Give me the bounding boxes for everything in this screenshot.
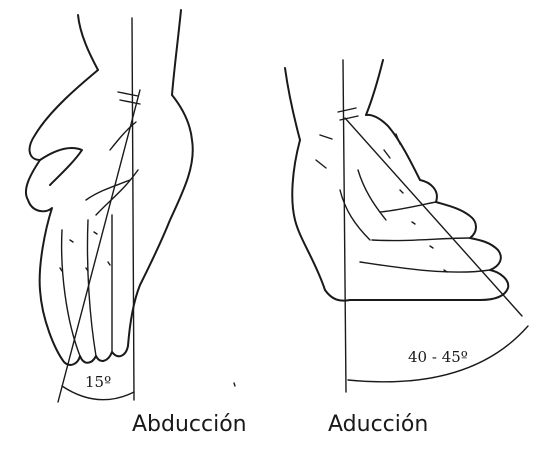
abduction-illustration: 15º [26,10,193,402]
angle-label: 40 - 45º [408,348,468,366]
forearm-right-outline [366,60,383,115]
vertical-reference-line [132,18,134,400]
wrist-marks [338,108,358,120]
palm-crease-3 [316,134,400,168]
angle-label: 15º [85,373,111,391]
palm-crease-1 [86,180,130,200]
deviated-axis-line [345,118,522,316]
thumb-outline [40,148,82,185]
hand-outline [292,115,508,301]
finger-line-1 [62,230,80,356]
scan-speck [234,383,235,386]
finger-line-2 [87,220,96,356]
hand-outline [26,70,193,365]
adduction-caption: Aducción [328,412,428,437]
deviated-axis-line [58,90,140,402]
knuckle-marks [60,232,110,271]
adduction-illustration: 40 - 45º [285,60,528,392]
finger-line-1 [360,262,490,272]
forearm-right-outline [172,10,181,95]
abduction-caption: Abducción [132,412,247,437]
forearm-left-outline [78,15,98,70]
forearm-left-outline [285,68,300,140]
finger-line-2 [372,238,470,241]
